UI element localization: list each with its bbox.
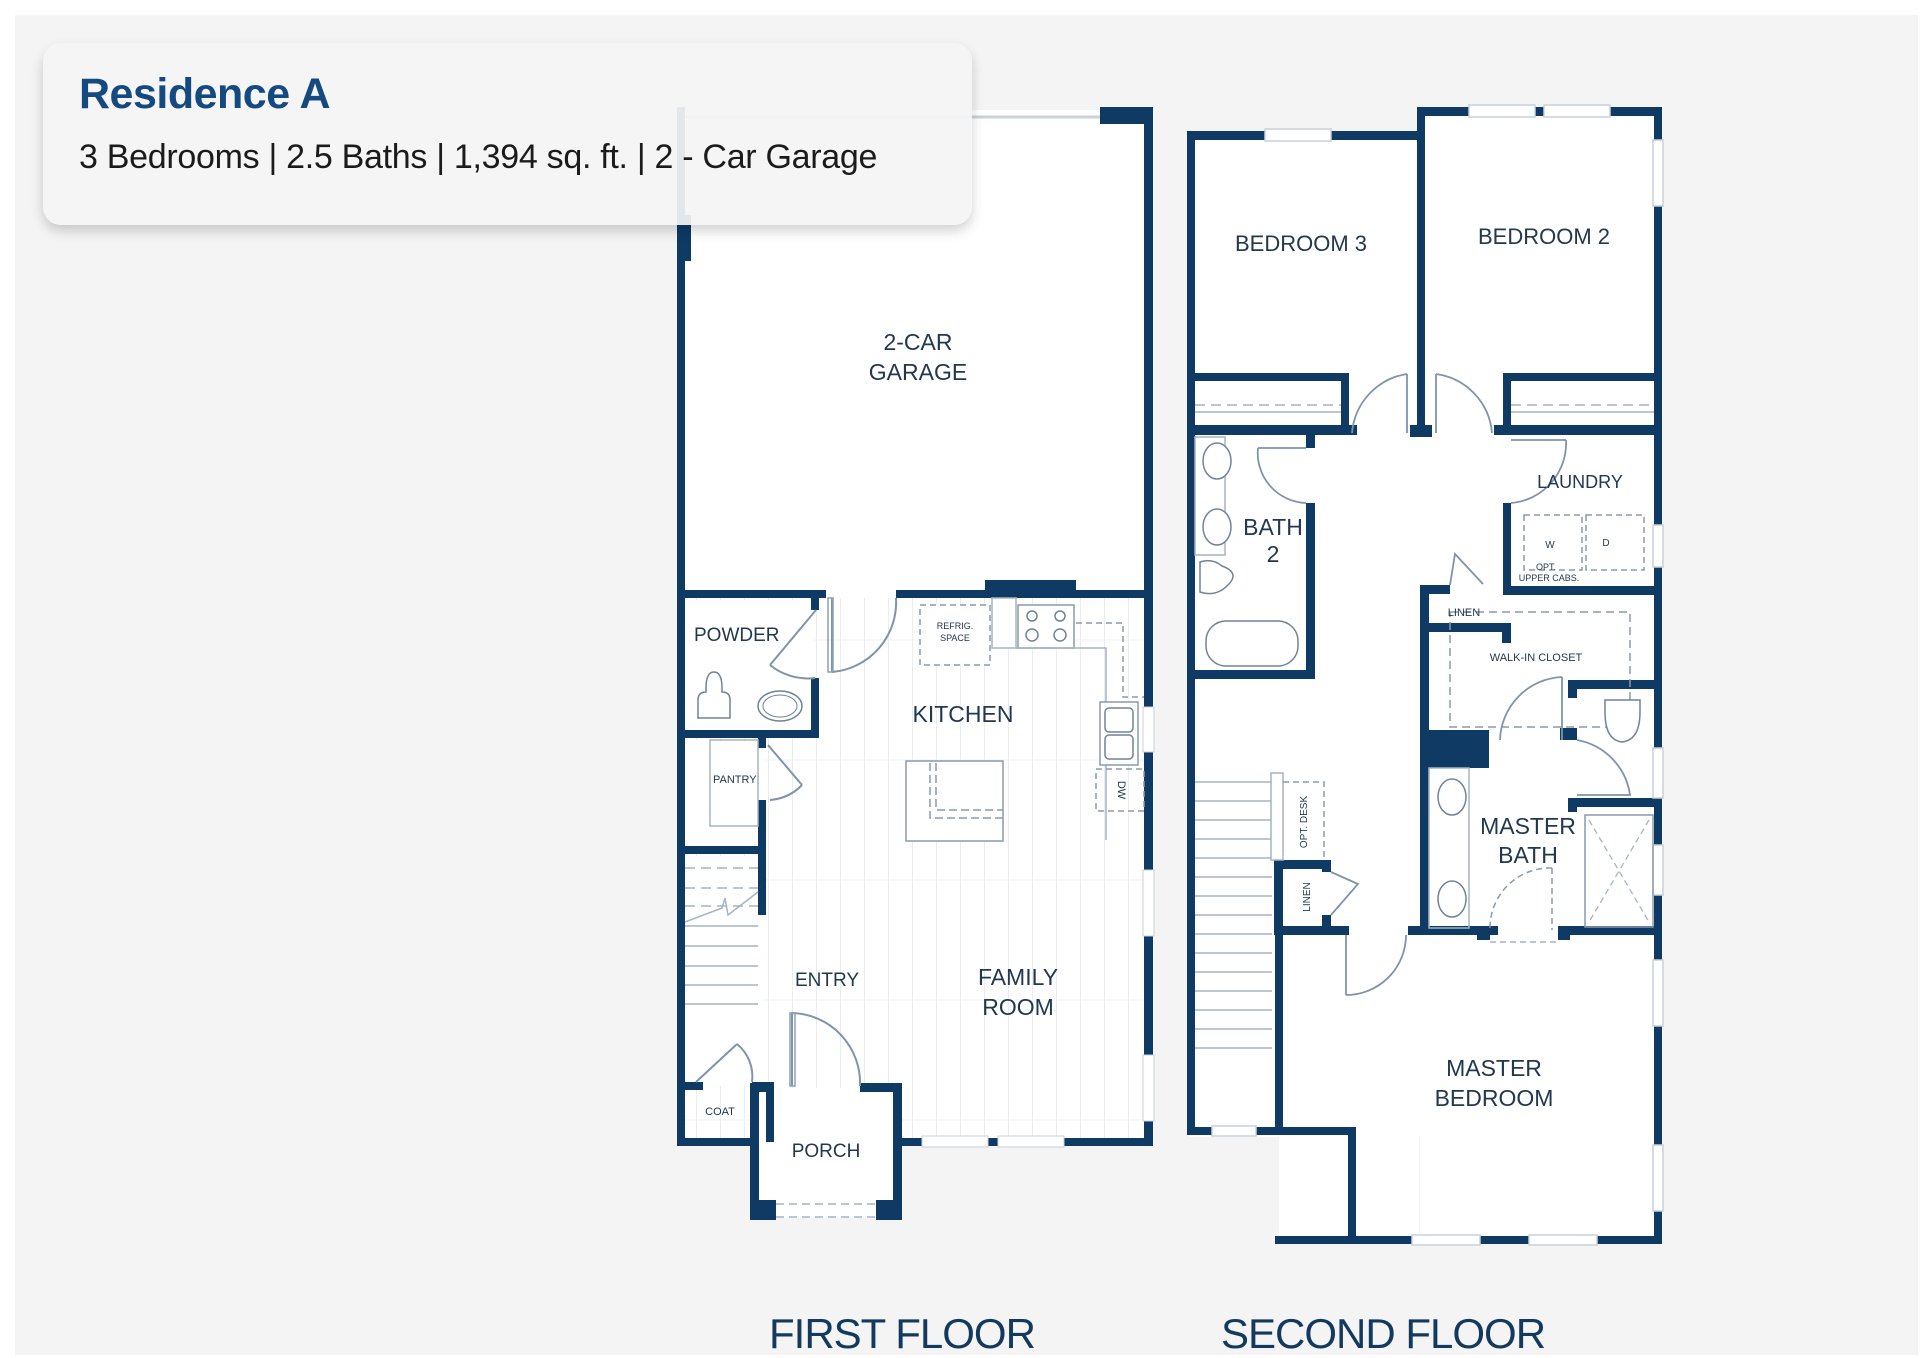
- room-label: REFRIG.: [937, 621, 974, 631]
- room-label: COAT: [705, 1106, 735, 1118]
- note-label: OPT.: [1536, 562, 1556, 572]
- residence-info-card: Residence A 3 Bedrooms | 2.5 Baths | 1,3…: [43, 43, 972, 225]
- room-label: LAUNDRY: [1537, 472, 1623, 492]
- room-label: LINEN: [1448, 607, 1480, 619]
- room-label: ROOM: [982, 994, 1054, 1020]
- room-label: WALK-IN CLOSET: [1490, 652, 1583, 664]
- room-label: SPACE: [940, 633, 970, 643]
- room-label: POWDER: [694, 625, 780, 646]
- porch-room: [752, 1088, 900, 1218]
- room-label: ENTRY: [795, 970, 859, 991]
- room-label: BEDROOM 2: [1478, 224, 1610, 249]
- note-label: OPT. DESK: [1299, 796, 1310, 849]
- note-label: UPPER CABS.: [1519, 573, 1580, 583]
- room-label: FAMILY: [978, 964, 1058, 990]
- appliance-label: W: [1545, 540, 1555, 551]
- room-label: MASTER: [1480, 813, 1576, 839]
- room-label: PORCH: [792, 1141, 861, 1162]
- room-label: BEDROOM: [1435, 1085, 1554, 1111]
- room-label: BATH: [1498, 842, 1558, 868]
- room-label: BEDROOM 3: [1235, 231, 1367, 256]
- second-floor-label: SECOND FLOOR: [1221, 1310, 1546, 1357]
- first-floor-plan: 2-CAR GARAGE POWDER REFRIG. SPACE KITCHE…: [677, 107, 1155, 1220]
- appliance-label: D: [1602, 538, 1609, 549]
- room-label: LINEN: [1302, 882, 1313, 911]
- room-label: KITCHEN: [913, 701, 1014, 727]
- residence-summary: 3 Bedrooms | 2.5 Baths | 1,394 sq. ft. |…: [79, 138, 878, 176]
- room-label: GARAGE: [869, 359, 967, 385]
- first-floor-label: FIRST FLOOR: [769, 1310, 1036, 1357]
- room-label: BATH: [1243, 514, 1303, 540]
- room-label: MASTER: [1446, 1055, 1542, 1081]
- room-label: 2-CAR: [883, 329, 952, 355]
- room-label: PANTRY: [713, 774, 757, 786]
- residence-title: Residence A: [79, 70, 331, 118]
- appliance-label: DW: [1115, 781, 1127, 800]
- room-label: 2: [1267, 541, 1280, 567]
- second-floor-plan: BEDROOM 3 BEDROOM 2 BATH 2 LAUNDRY W D O…: [1187, 104, 1664, 1246]
